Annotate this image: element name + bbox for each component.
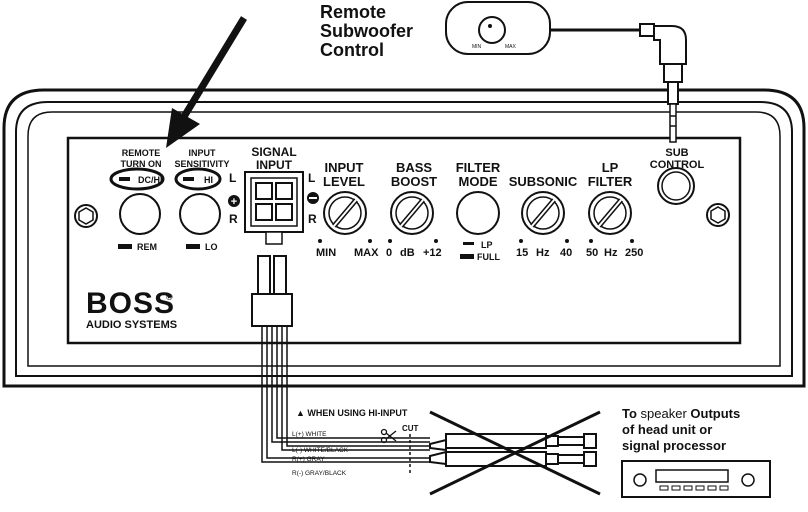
do-not-use-cross xyxy=(429,410,601,496)
subsonic-min: 15 xyxy=(516,247,528,259)
signal-input-label-2: INPUT xyxy=(256,158,293,172)
lp-filter-unit: Hz xyxy=(604,247,618,259)
lp-filter-max: 250 xyxy=(625,247,643,259)
input-level-min: MIN xyxy=(316,247,336,259)
lp-filter-knob[interactable]: LP FILTER 50 Hz 250 xyxy=(586,160,643,259)
remote-title-3: Control xyxy=(320,40,384,60)
mounting-screw-right xyxy=(706,203,730,227)
bass-boost-max: +12 xyxy=(423,247,442,259)
lp-filter-label-1: LP xyxy=(602,160,619,175)
signal-input-label-1: SIGNAL xyxy=(251,145,296,159)
input-sensitivity-switch[interactable]: INPUT SENSITIVITY HI LO xyxy=(174,148,229,252)
sub-control-label-2: CONTROL xyxy=(650,159,705,171)
hi-input-note: ▲ WHEN USING HI-INPUT xyxy=(296,408,408,418)
subsonic-knob[interactable]: SUBSONIC 15 Hz 40 xyxy=(509,174,578,259)
remote-max-label: MAX xyxy=(505,44,517,50)
full-indicator xyxy=(460,254,474,259)
input-sensitivity-label-1: INPUT xyxy=(189,148,217,158)
rem-label: REM xyxy=(137,242,157,252)
pointer-arrow xyxy=(166,16,247,148)
right-channel-label-2: R xyxy=(308,212,317,226)
remote-min-label: MIN xyxy=(472,44,482,50)
bass-boost-unit: dB xyxy=(400,247,415,259)
lo-label: LO xyxy=(205,242,218,252)
cut-label: CUT xyxy=(402,424,419,433)
brand-subtitle: AUDIO SYSTEMS xyxy=(86,319,177,331)
dc-hi-indicator xyxy=(119,177,130,181)
left-channel-label-2: L xyxy=(308,171,315,185)
lp-filter-label-2: FILTER xyxy=(588,174,633,189)
svg-text:BOSS: BOSS xyxy=(86,287,175,320)
subsonic-unit: Hz xyxy=(536,247,550,259)
minus-icon xyxy=(307,192,319,204)
svg-text:®: ® xyxy=(166,292,173,302)
bass-boost-label-2: BOOST xyxy=(391,174,437,189)
remote-subwoofer-control[interactable]: MIN MAX xyxy=(445,1,551,55)
lo-indicator xyxy=(186,244,200,249)
input-sensitivity-label-2: SENSITIVITY xyxy=(174,159,229,169)
filter-mode-full: FULL xyxy=(477,252,500,262)
destination-line-1: To speaker Outputs xyxy=(622,406,740,421)
remote-knob xyxy=(478,16,506,44)
lp-filter-min: 50 xyxy=(586,247,598,259)
filter-mode-label-2: MODE xyxy=(459,174,498,189)
signal-input-plug xyxy=(251,255,293,327)
dc-hi-label: DC/HI xyxy=(138,175,163,185)
input-sensitivity-button xyxy=(179,193,221,235)
rca-connectors xyxy=(429,433,597,467)
wire-label-l-plus: L(+) WHITE xyxy=(292,431,327,438)
filter-mode-label-1: FILTER xyxy=(456,160,501,175)
hi-label: HI xyxy=(204,175,213,185)
signal-input-connector[interactable]: SIGNAL INPUT xyxy=(244,145,304,245)
scissors-icon xyxy=(380,428,397,444)
remote-turn-on-button xyxy=(119,193,161,235)
input-level-label-1: INPUT xyxy=(325,160,364,175)
lp-indicator xyxy=(463,242,474,245)
destination-line-2: of head unit or xyxy=(622,422,712,437)
remote-turn-on-switch[interactable]: REMOTE TURN ON DC/HI REM xyxy=(109,148,165,252)
hi-indicator xyxy=(183,177,194,181)
sub-control-jack[interactable]: SUB CONTROL xyxy=(650,147,705,205)
bass-boost-min: 0 xyxy=(386,247,392,259)
destination-line-3: signal processor xyxy=(622,438,726,453)
remote-cable xyxy=(550,23,687,143)
remote-title-2: Subwoofer xyxy=(320,21,413,41)
subsonic-max: 40 xyxy=(560,247,572,259)
remote-turn-on-label-1: REMOTE xyxy=(122,148,161,158)
svg-text:+: + xyxy=(231,196,237,208)
input-sensitivity-highlight xyxy=(174,167,222,191)
head-unit-icon xyxy=(621,460,771,498)
hi-input-wires xyxy=(261,326,430,463)
wire-label-r-minus: R(-) GRAY/BLACK xyxy=(292,470,347,477)
input-level-knob[interactable]: INPUT LEVEL MIN MAX xyxy=(316,160,379,259)
filter-mode-lp: LP xyxy=(481,240,493,250)
left-channel-label: L xyxy=(229,171,236,185)
boss-logo: BOSS ® xyxy=(86,287,175,320)
input-level-label-2: LEVEL xyxy=(323,174,365,189)
rem-indicator xyxy=(118,244,132,249)
amplifier-chassis xyxy=(2,88,806,388)
mounting-screw-left xyxy=(74,204,98,228)
bass-boost-label-1: BASS xyxy=(396,160,432,175)
sub-control-label-1: SUB xyxy=(665,147,688,159)
remote-title-1: Remote xyxy=(320,2,386,22)
wire-label-r-plus: R(+) GRAY xyxy=(292,456,325,463)
bass-boost-knob[interactable]: BASS BOOST 0 dB +12 xyxy=(386,160,442,259)
wire-label-l-minus: L(-) WHITE/BLACK xyxy=(292,447,349,454)
filter-mode-switch[interactable]: FILTER MODE LP FULL xyxy=(456,160,501,262)
remote-turn-on-label-2: TURN ON xyxy=(121,159,162,169)
plus-icon: + xyxy=(228,195,240,208)
right-channel-label: R xyxy=(229,212,238,226)
subsonic-label: SUBSONIC xyxy=(509,174,578,189)
input-level-max: MAX xyxy=(354,247,379,259)
remote-turn-on-highlight xyxy=(109,167,165,191)
